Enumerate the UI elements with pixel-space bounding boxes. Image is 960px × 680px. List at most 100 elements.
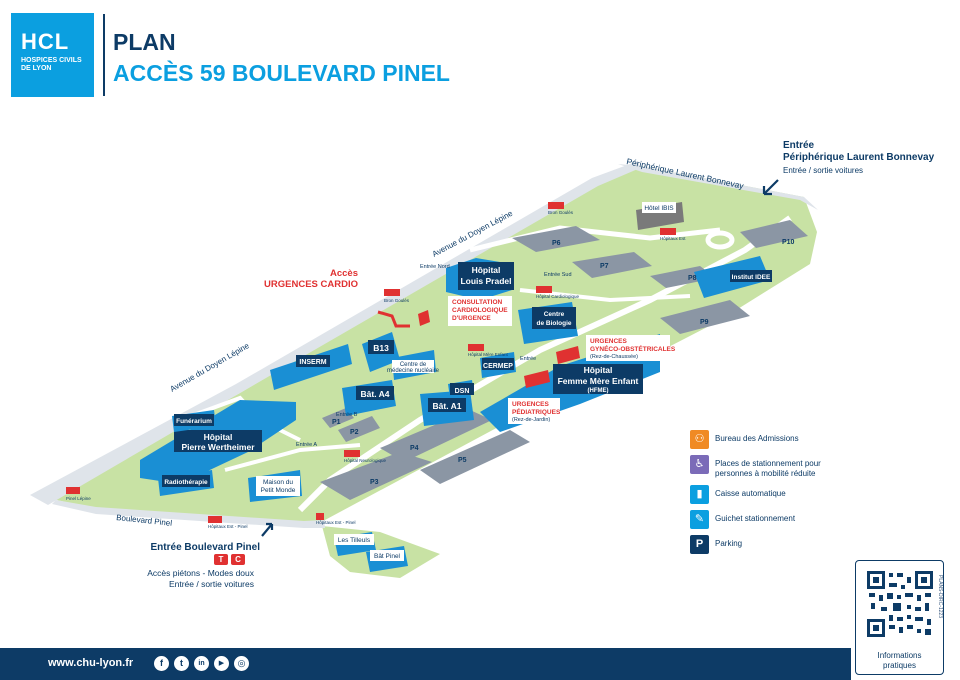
label-hotel-ibis: Hôtel IBIS [644, 205, 674, 212]
linkedin-icon[interactable]: in [194, 656, 209, 671]
label-pw-2: Pierre Wertheimer [181, 442, 255, 452]
north-entrance-subtitle: Entrée / sortie voitures [783, 166, 864, 175]
stop-hopital-mere: Hôpital Mère Enfant [468, 352, 509, 357]
parking-area-p9 [660, 300, 750, 334]
twitter-icon[interactable]: t [174, 656, 189, 671]
parking-label-p1: P1 [332, 419, 341, 426]
building-bat-a4-label-bg [356, 386, 394, 400]
label-entree-b: Entrée B [336, 412, 358, 418]
transit-stops: Bron Goulès Bron Goulès Hôpitaux Est Hôp… [66, 202, 686, 529]
urgences-cardio-route [377, 310, 410, 328]
label-gyneco-1: URGENCES [590, 338, 628, 345]
pedia-emergency-block [524, 370, 550, 388]
south-entrance-arrow-icon [261, 522, 274, 537]
label-hfme-2: Femme Mère Enfant [558, 376, 639, 386]
header-divider [103, 14, 105, 96]
legend-item-admissions: ⚇ Bureau des Admissions [690, 430, 860, 449]
building-hotel-ibis-label-bg [642, 202, 676, 213]
facebook-icon[interactable]: f [154, 656, 169, 671]
stop-badge-pinel-1 [208, 516, 222, 523]
building-centre-biologie-label-bg [532, 307, 576, 329]
north-entrance-arrow-icon [762, 179, 779, 196]
label-cermep: CERMEP [483, 363, 513, 370]
boulevard-pinel-road [52, 500, 325, 528]
tram-badge: T [214, 554, 228, 565]
building-louis-pradel-label-bg [458, 262, 514, 290]
building-hfme-label-bg [553, 364, 643, 394]
label-b13: B13 [373, 343, 389, 353]
label-pedia-3: (Rez-de-Jardin) [512, 417, 550, 423]
label-entree-nord: Entrée Nord [420, 264, 450, 270]
label-inserm: INSERM [299, 359, 326, 366]
cardio-emergency-label-bg [448, 296, 512, 326]
label-pedia-1: URGENCES [512, 401, 550, 408]
north-entrance-title-line-2: Périphérique Laurent Bonnevay [783, 152, 935, 163]
label-louis-pradel-2: Louis Pradel [460, 276, 511, 286]
label-hfme-1: Hôpital [584, 365, 613, 375]
youtube-icon[interactable]: ▶ [214, 656, 229, 671]
legend-label: Guichet stationnement [715, 514, 796, 523]
building-radiotherapie-label-bg [162, 475, 210, 487]
stop-hopitaux-est-pinel-2: Hôpitaux Est - Pinel [316, 520, 356, 525]
parking-desk-icon: ✎ [690, 510, 709, 529]
label-les-tilleuls: Les Tilleuls [338, 537, 371, 544]
legend-item-caisse: ▮ Caisse automatique [690, 485, 860, 504]
stop-hopital-cardio: Hôpital Cardiologique [536, 294, 580, 299]
parking-markers: P1 P2 P3 P4 P5 P6 P7 P8 P9 P10 [332, 239, 795, 486]
qr-caption-line-2: pratiques [883, 661, 916, 670]
admissions-icon: ⚇ [690, 430, 709, 449]
stop-badge-bron-1 [384, 289, 400, 296]
legend-label: Bureau des Admissions [715, 434, 799, 443]
building-cermep-label-bg [482, 358, 514, 370]
parking-area-p6 [512, 226, 600, 252]
qr-code-icon[interactable] [867, 571, 933, 637]
label-gyneco-2: GYNÉCO-OBSTÉTRICALES [590, 344, 676, 353]
pedia-emergency-label-bg [508, 398, 560, 424]
label-pw-1: Hôpital [204, 432, 233, 442]
parking-area-p4 [380, 410, 492, 462]
logo-text: HCL [21, 29, 70, 54]
stop-badge-hopital-mere [468, 344, 484, 351]
label-bat-a4: Bât. A4 [361, 389, 390, 399]
building-pierre-wertheimer-label-bg [174, 430, 262, 452]
page-title: PLAN [113, 29, 176, 55]
south-entrance-subtitle: Accès piétons - Modes doux Entrée / sort… [120, 568, 254, 590]
south-entrance-sub-line-1: Accès piétons - Modes doux [147, 568, 254, 578]
legend-label: Parking [715, 539, 743, 548]
parking-label-p9: P9 [700, 319, 709, 326]
hcl-logo[interactable]: HCL HOSPICES CIVILS DE LYON [11, 13, 94, 97]
label-funerarium: Funérarium [176, 418, 212, 425]
label-gyneco-3: (Rez-de-Chaussée) [590, 354, 638, 360]
stop-badge-pinel-lepine [66, 487, 80, 494]
parking-area-p7 [572, 252, 652, 278]
stop-badge-bron-2 [548, 202, 564, 209]
legend-item-guichet: ✎ Guichet stationnement [690, 510, 860, 529]
label-entree-a: Entrée A [296, 442, 317, 448]
building-medecine-nucleaire-label-bg [392, 360, 434, 373]
label-hfme-3: (HFME) [588, 388, 609, 394]
website-link[interactable]: www.chu-lyon.fr [48, 657, 134, 669]
north-entrance-title: Entrée Périphérique Laurent Bonnevay [783, 140, 934, 164]
acces-cardio-line-1: Accès [330, 268, 358, 279]
label-institut-idee: Institut IDEE [732, 274, 771, 281]
building-b13-label-bg [368, 340, 394, 354]
parking-label-p7: P7 [600, 263, 609, 270]
north-entrance-title-line-1: Entrée [783, 140, 815, 151]
label-centre-bio-2: de Biologie [536, 320, 571, 327]
parking-icon: P [690, 535, 709, 554]
logo-subtext: HOSPICES CIVILS DE LYON [21, 57, 82, 72]
label-medecine-1: Centre de [400, 362, 427, 368]
instagram-icon[interactable]: ◎ [234, 656, 249, 671]
peripherique-road [618, 164, 818, 210]
parking-area-p3 [320, 452, 432, 500]
qr-code-panel[interactable] [855, 560, 944, 675]
building-funerarium-label-bg [174, 414, 214, 426]
parking-label-p8: P8 [688, 275, 697, 282]
qr-caption: Informations pratiques [855, 651, 944, 671]
parking-label-p3: P3 [370, 479, 379, 486]
gyneco-emergency-label-bg [586, 335, 670, 361]
payment-machine-icon: ▮ [690, 485, 709, 504]
urgences-cardio-access-label: Accès URGENCES CARDIO [260, 268, 358, 290]
map-legend: ⚇ Bureau des Admissions ♿ Places de stat… [690, 430, 860, 560]
